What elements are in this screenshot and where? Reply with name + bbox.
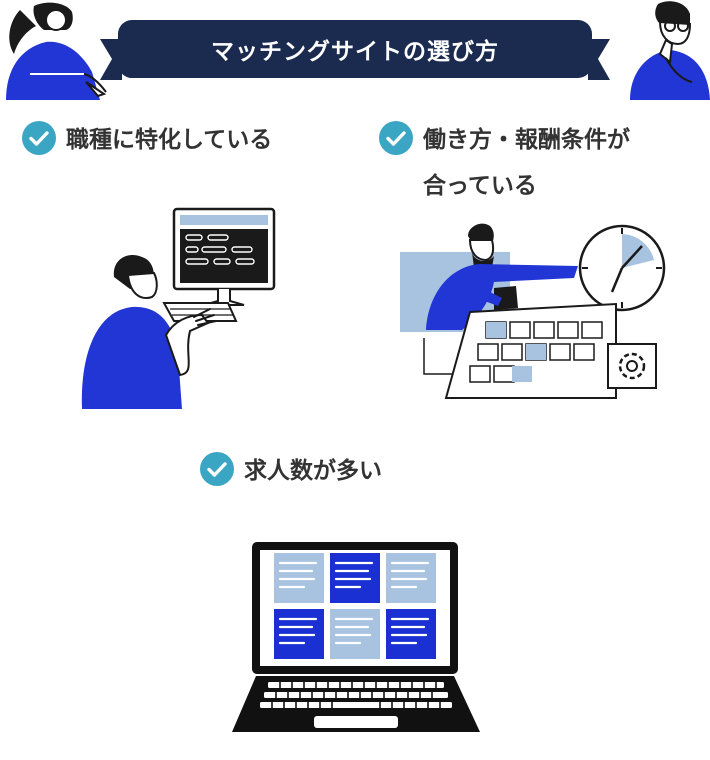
- feature-label: 職種に特化している: [66, 127, 273, 153]
- laptop-job-listings-illustration: [232, 542, 480, 732]
- banner-ribbon: [100, 20, 610, 80]
- check-circle-icon: [379, 121, 413, 155]
- feature-specialized: 職種に特化している: [22, 121, 272, 159]
- schedule-clock-illustration: [400, 223, 666, 399]
- gear-icon: [607, 343, 657, 389]
- man-thinking-illustration: [630, 1, 710, 100]
- woman-illustration: [6, 2, 107, 100]
- feature-work-conditions: 働き方・報酬条件が 合っている: [379, 121, 630, 209]
- feature-label: 働き方・報酬条件が 合っている: [423, 127, 630, 199]
- feature-label: 求人数が多い: [244, 458, 382, 484]
- person-at-computer-illustration: [81, 207, 276, 409]
- title-banner: マッチングサイトの選び方: [100, 18, 610, 80]
- feature-many-jobs: 求人数が多い: [200, 452, 382, 490]
- check-circle-icon: [22, 121, 56, 155]
- check-circle-icon: [200, 452, 234, 486]
- page-title: マッチングサイトの選び方: [211, 39, 499, 65]
